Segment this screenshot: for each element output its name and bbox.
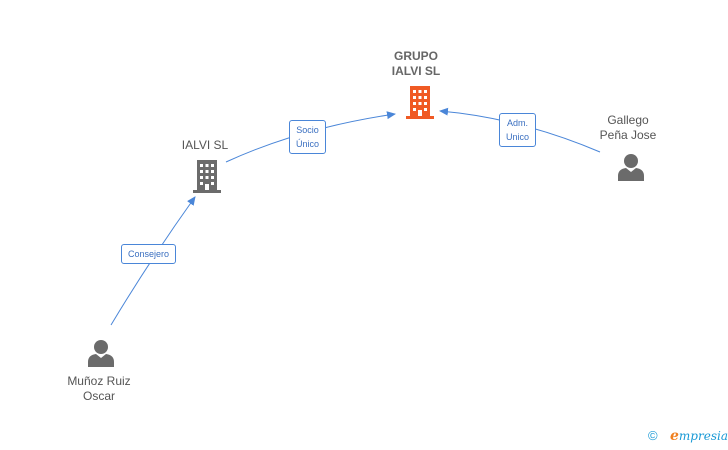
brand-rest: mpresia bbox=[678, 429, 728, 443]
empresia-logo[interactable]: empresia bbox=[670, 428, 728, 444]
adm-line1: Adm. bbox=[507, 118, 529, 128]
node-label-munoz: Muñoz Ruiz Oscar bbox=[59, 374, 139, 404]
node-label-ialvi: IALVI SL bbox=[165, 138, 245, 153]
grupo-label-line2: IALVI SL bbox=[391, 64, 441, 78]
node-label-gallego: Gallego Peña Jose bbox=[588, 113, 668, 143]
node-label-grupo: GRUPO IALVI SL bbox=[376, 49, 456, 79]
adm-line2: Unico bbox=[506, 132, 530, 142]
ialvi-label: IALVI SL bbox=[181, 138, 229, 152]
edge-label-socio-unico[interactable]: Socio Único bbox=[289, 120, 327, 154]
edge-label-consejero[interactable]: Consejero bbox=[121, 244, 177, 264]
munoz-label-line1: Muñoz Ruiz bbox=[67, 374, 131, 388]
gallego-label-line1: Gallego bbox=[607, 113, 649, 127]
consejero-label: Consejero bbox=[128, 249, 170, 259]
copyright-icon: © bbox=[648, 428, 658, 443]
grupo-label-line1: GRUPO bbox=[393, 49, 438, 63]
socio-line1: Socio bbox=[296, 125, 319, 135]
person-icon[interactable] bbox=[86, 338, 116, 368]
building-icon[interactable] bbox=[191, 158, 223, 194]
building-icon[interactable] bbox=[404, 84, 436, 120]
person-icon[interactable] bbox=[616, 152, 646, 182]
munoz-label-line2: Oscar bbox=[82, 389, 115, 403]
gallego-label-line2: Peña Jose bbox=[599, 128, 657, 142]
brand-initial: e bbox=[670, 428, 679, 444]
edge-label-adm-unico[interactable]: Adm. Unico bbox=[499, 113, 537, 147]
socio-line2: Único bbox=[296, 139, 320, 149]
